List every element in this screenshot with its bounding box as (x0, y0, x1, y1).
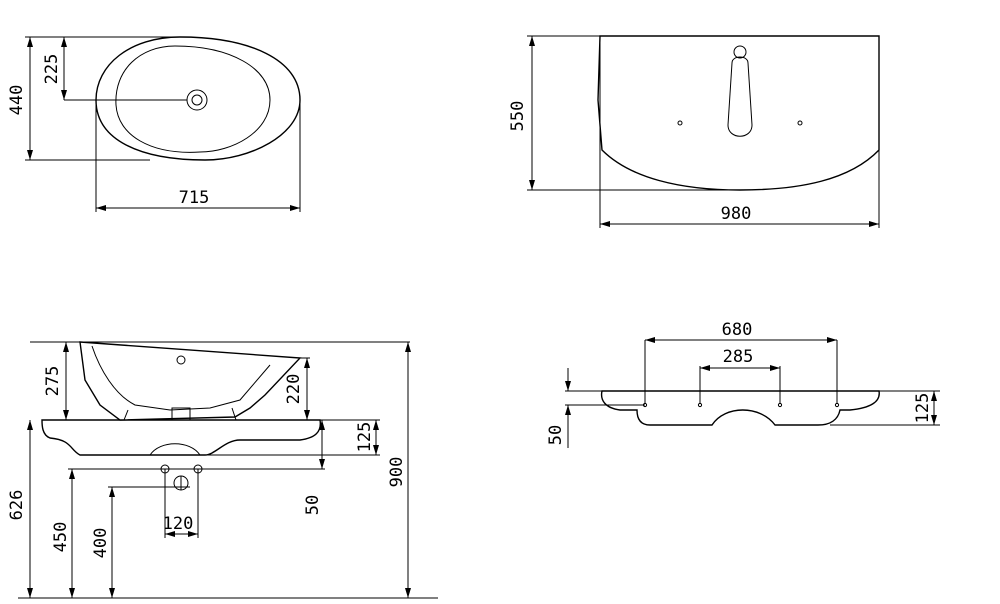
counter-view: 680 285 50 125 (546, 320, 940, 448)
dim-label-225: 225 (42, 54, 62, 85)
dim-label-715: 715 (179, 188, 210, 208)
dim-label-626: 626 (7, 490, 27, 521)
counter-slab-side (41, 419, 322, 456)
vanity-outline-front (597, 35, 880, 191)
dim-label-285: 285 (723, 347, 754, 367)
dim-label-275: 275 (43, 366, 63, 397)
dim-label-50-plan: 50 (546, 425, 566, 445)
dim-label-125-side: 125 (355, 422, 375, 453)
side-view: 275 220 125 50 120 900 626 450 400 (7, 341, 438, 599)
overflow-hole-icon (733, 45, 747, 59)
dim-label-220: 220 (284, 374, 304, 405)
dim-label-900: 900 (387, 457, 407, 488)
faucet-slot-icon (727, 56, 753, 137)
dim-label-680: 680 (722, 320, 753, 340)
basin-outline-top (95, 36, 301, 161)
top-view: 440 225 715 (7, 36, 301, 212)
dim-label-980: 980 (721, 204, 752, 224)
dim-label-50-side: 50 (303, 495, 323, 515)
counter-slab-plan (600, 390, 880, 426)
front-view: 550 980 (508, 35, 880, 228)
dim-label-125-plan: 125 (913, 393, 933, 424)
basin-bowl-top (115, 45, 271, 153)
dim-label-550: 550 (508, 101, 528, 132)
dim-label-400: 400 (91, 528, 111, 559)
dim-label-120: 120 (163, 514, 194, 534)
dim-label-450: 450 (51, 522, 71, 553)
dim-label-440: 440 (7, 85, 27, 116)
drain-hole-icon (186, 89, 208, 111)
